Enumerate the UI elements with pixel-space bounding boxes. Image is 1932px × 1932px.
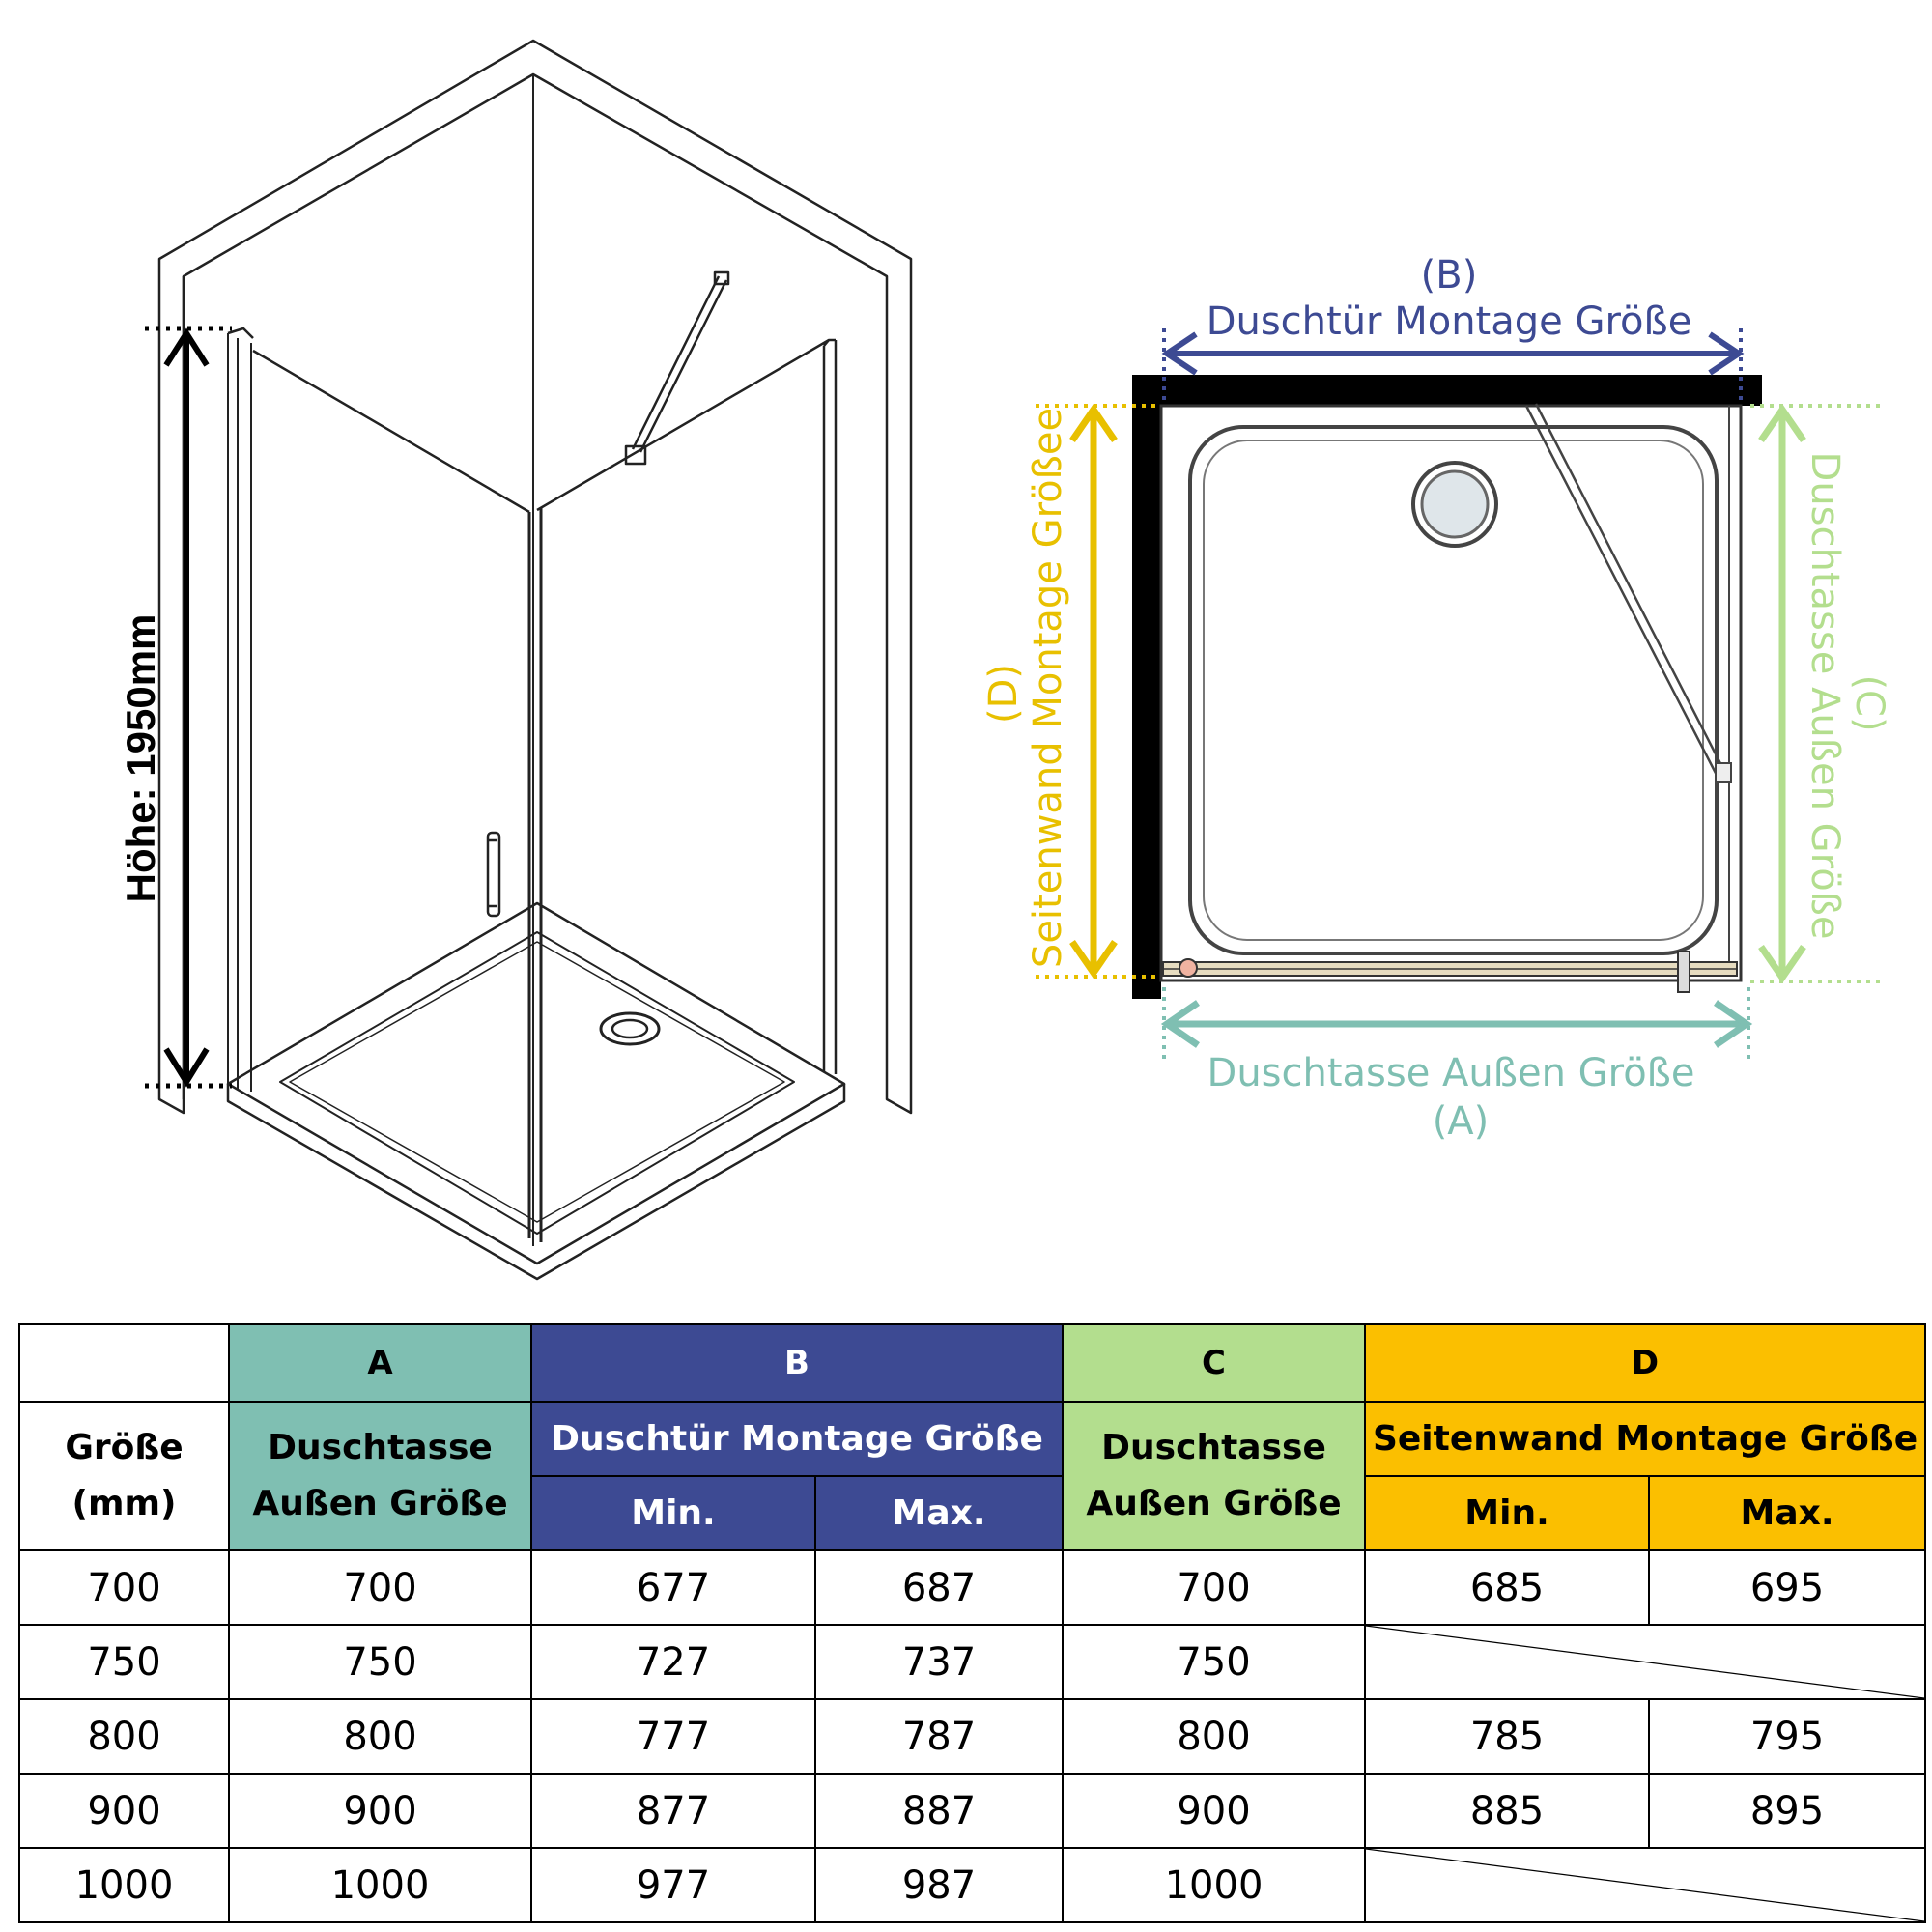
cell-a: 800: [228, 1698, 532, 1775]
cell-a: 900: [228, 1773, 532, 1849]
drain-iso: [599, 1011, 661, 1046]
tray-plan: [1188, 425, 1719, 955]
a-header-line2: Außen Größe: [252, 1484, 508, 1523]
cell-a: 1000: [228, 1847, 532, 1923]
size-header-line2: (mm): [71, 1484, 177, 1523]
cell-b-min: 677: [530, 1549, 816, 1626]
cell-c: 1000: [1062, 1847, 1367, 1923]
diagram-area: Höhe: 1950mm (B) Duschtür Montage Größe: [118, 39, 1891, 1281]
d-label: Seitenwand Montage Größee: [1026, 408, 1070, 968]
group-header-row: A B C D: [18, 1323, 1927, 1403]
c-header: Duschtasse Außen Größe: [1062, 1401, 1367, 1551]
b-max-header: Max.: [813, 1475, 1065, 1551]
stabilizer-bar: [631, 275, 728, 453]
cell-b-max: 737: [813, 1624, 1065, 1700]
cell-size: 700: [18, 1549, 230, 1626]
d-letter: (D): [981, 664, 1026, 724]
left-wall: [1132, 375, 1161, 999]
cell-c: 750: [1062, 1624, 1367, 1700]
c-label: Duschtasse Außen Größe: [1803, 452, 1847, 940]
cell-d-max: 795: [1648, 1698, 1927, 1775]
cell-d-min: 785: [1364, 1698, 1651, 1775]
table-row: 900 900 877 887 900 885 895: [18, 1773, 1927, 1849]
door-handle: [486, 831, 501, 918]
cell-a: 700: [228, 1549, 532, 1626]
a-label: Duschtasse Außen Größe: [1208, 1051, 1695, 1095]
b-letter: (B): [1421, 253, 1478, 298]
cell-d-max: 695: [1648, 1549, 1927, 1626]
table-row: 750 750 727 737 750: [18, 1624, 1927, 1700]
cell-b-min: 777: [530, 1698, 816, 1775]
height-label: Höhe: 1950mm: [118, 614, 163, 903]
plan-view: (B) Duschtür Montage Größe Duschtasse Au…: [981, 253, 1891, 1144]
cell-d-not-available: [1364, 1624, 1927, 1700]
cell-size: 750: [18, 1624, 230, 1700]
d-header: Seitenwand Montage Größe: [1364, 1401, 1927, 1477]
diagonal-strike: [1366, 1626, 1924, 1698]
cell-b-max: 787: [813, 1698, 1065, 1775]
door-top-edge: [252, 349, 530, 514]
cell-d-not-available: [1364, 1847, 1927, 1923]
diagonal-strike: [1366, 1849, 1924, 1921]
cell-a: 750: [228, 1624, 532, 1700]
corner-post: [527, 508, 543, 1242]
b-min-header: Min.: [530, 1475, 816, 1551]
size-header-line1: Größe: [65, 1428, 184, 1467]
header-b: B: [529, 1323, 1065, 1403]
header-d: D: [1364, 1323, 1927, 1403]
isometric-shower-drawing: [157, 39, 913, 1281]
cell-d-min: 885: [1364, 1773, 1651, 1849]
d-min-header: Min.: [1364, 1475, 1651, 1551]
cell-b-min: 977: [530, 1847, 816, 1923]
cell-c: 800: [1062, 1698, 1367, 1775]
b-label: Duschtür Montage Größe: [1207, 299, 1692, 344]
c-letter: (C): [1847, 674, 1891, 731]
d-max-header: Max.: [1648, 1475, 1927, 1551]
cell-c: 700: [1062, 1549, 1367, 1626]
a-letter: (A): [1433, 1099, 1490, 1144]
wall-outline: [157, 39, 913, 1115]
cell-b-max: 687: [813, 1549, 1065, 1626]
a-header: Duschtasse Außen Größe: [228, 1401, 532, 1551]
b-header: Duschtür Montage Größe: [529, 1401, 1065, 1477]
cell-size: 900: [18, 1773, 230, 1849]
cell-b-min: 877: [530, 1773, 816, 1849]
table-row: 700 700 677 687 700 685 695: [18, 1549, 1927, 1626]
drain-plan: [1411, 461, 1498, 548]
size-table: A B C D Größe (mm) Duschtasse Außen Größ…: [18, 1323, 1927, 1923]
cell-d-min: 685: [1364, 1549, 1651, 1626]
size-header: Größe (mm): [18, 1401, 230, 1551]
c-header-line2: Außen Größe: [1086, 1484, 1342, 1523]
back-wall: [1132, 375, 1762, 406]
stabilizer-bar-plan: [1524, 403, 1729, 781]
shower-tray: [226, 901, 846, 1265]
header-c: C: [1062, 1323, 1367, 1403]
cell-size: 1000: [18, 1847, 230, 1923]
c-header-line1: Duschtasse: [1101, 1428, 1326, 1467]
a-header-line1: Duschtasse: [268, 1428, 493, 1467]
panel-top-edge: [536, 338, 830, 512]
cell-c: 900: [1062, 1773, 1367, 1849]
table-row: 1000 1000 977 987 1000: [18, 1847, 1927, 1923]
cell-b-max: 987: [813, 1847, 1065, 1923]
cell-b-max: 887: [813, 1773, 1065, 1849]
header-a: A: [228, 1323, 532, 1403]
table-row: 800 800 777 787 800 785 795: [18, 1698, 1927, 1775]
cell-d-max: 895: [1648, 1773, 1927, 1849]
cell-size: 800: [18, 1698, 230, 1775]
height-dimension: Höhe: 1950mm: [118, 326, 232, 1089]
cell-b-min: 727: [530, 1624, 816, 1700]
corner-cell: [18, 1323, 230, 1403]
